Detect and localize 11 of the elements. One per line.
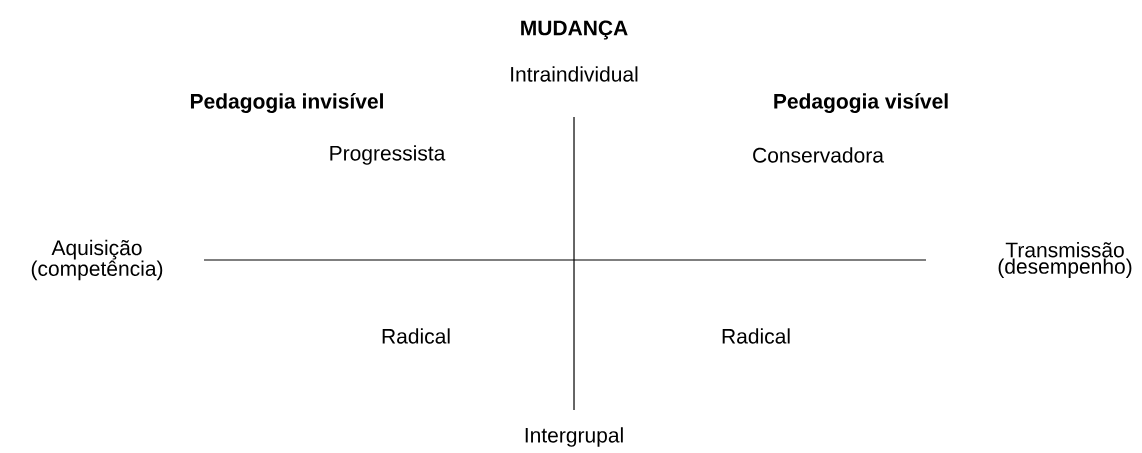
label: Transmissão (desempenho)	[998, 242, 1132, 278]
label: Intraindividual	[511, 66, 638, 82]
title: MUDANÇA	[521, 20, 628, 40]
label: Progressista	[330, 145, 446, 165]
label: Radical	[382, 328, 450, 344]
heading: Pedagogia visível	[774, 93, 948, 113]
label: Intergrupal	[525, 427, 623, 447]
label: Conservadora	[753, 147, 884, 163]
label: Aquisição (competência)	[31, 239, 163, 281]
label: Radical	[722, 328, 790, 344]
heading: Pedagogia invisível	[190, 93, 383, 113]
